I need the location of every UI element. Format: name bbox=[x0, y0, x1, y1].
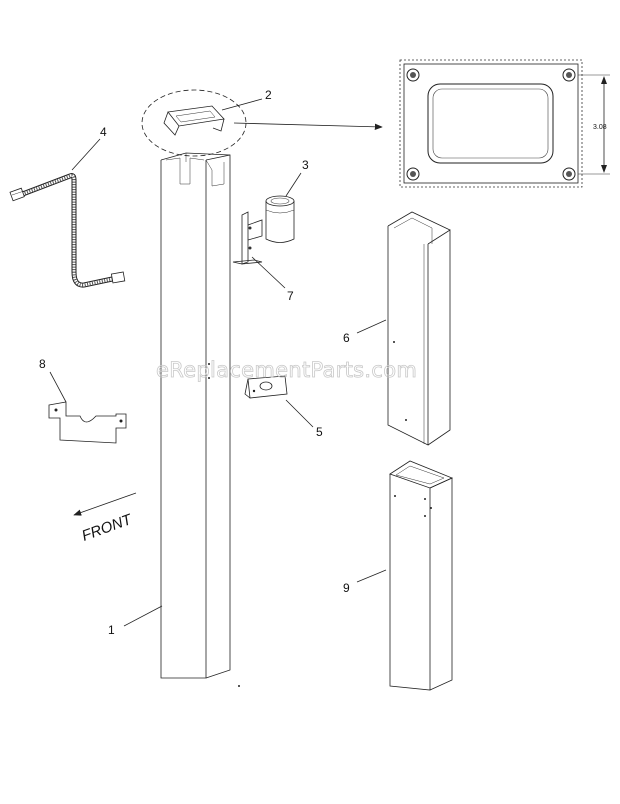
sleeve-part-6 bbox=[387, 211, 451, 446]
plate-part-8 bbox=[48, 401, 127, 444]
bracket-part-7 bbox=[232, 211, 263, 265]
front-label: FRONT bbox=[80, 510, 136, 544]
callout-7: 7 bbox=[287, 289, 294, 303]
callout-3: 3 bbox=[302, 158, 309, 172]
bracket-part-2 bbox=[141, 89, 383, 157]
sleeve-part-9 bbox=[389, 460, 454, 691]
front-indicator: FRONT bbox=[73, 492, 137, 545]
watermark: eReplacementParts.com bbox=[156, 358, 417, 382]
callout-5: 5 bbox=[316, 425, 323, 439]
hose-part-4 bbox=[9, 173, 126, 288]
post-part-1 bbox=[160, 152, 240, 687]
plate-bolts bbox=[406, 68, 576, 181]
callout-1: 1 bbox=[108, 623, 115, 637]
callout-numbers: 1 2 3 4 5 6 7 8 9 bbox=[39, 88, 350, 637]
callout-2: 2 bbox=[265, 88, 272, 102]
dimension-label: 3.08 bbox=[593, 124, 607, 131]
plate-detail: 3.08 bbox=[399, 59, 610, 188]
callout-8: 8 bbox=[39, 357, 46, 371]
callout-4: 4 bbox=[100, 125, 107, 139]
callout-6: 6 bbox=[343, 331, 350, 345]
plate-part-5 bbox=[244, 375, 288, 399]
cup-part-3 bbox=[265, 195, 295, 243]
leader-lines bbox=[49, 98, 387, 627]
callout-9: 9 bbox=[343, 581, 350, 595]
